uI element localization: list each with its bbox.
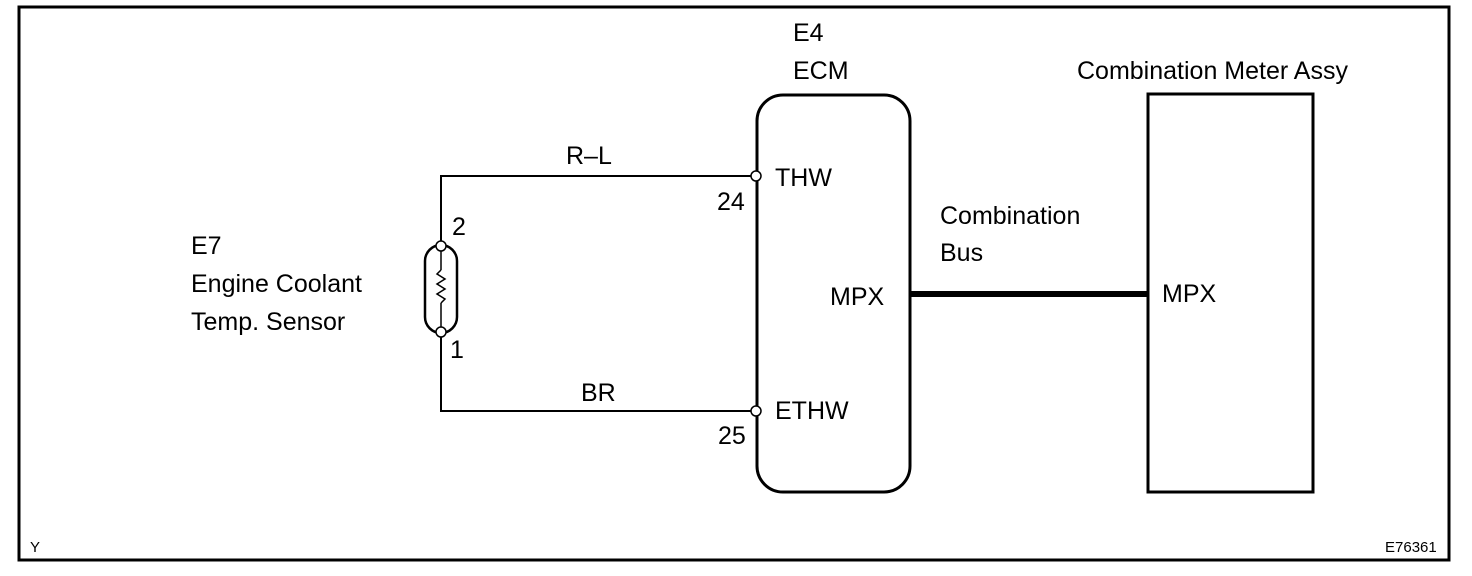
wire-r-l <box>440 175 751 241</box>
bus-label-line1: Combination <box>940 202 1080 230</box>
sensor-pin-1 <box>435 326 447 338</box>
ecm-terminal-mpx: MPX <box>830 283 885 311</box>
thermistor-resistor-symbol <box>435 269 447 304</box>
ecm-pin-ethw-number: 25 <box>718 422 746 450</box>
sensor-pin-2-label: 2 <box>452 213 466 241</box>
wire-br <box>440 337 751 412</box>
combination-meter-title: Combination Meter Assy <box>1077 57 1348 85</box>
sensor-pin-2 <box>435 240 447 252</box>
ecm-pin-thw <box>750 170 762 182</box>
ecm-code: E4 <box>793 19 824 47</box>
ecm-terminal-ethw: ETHW <box>775 397 849 425</box>
meter-terminal-mpx: MPX <box>1162 280 1217 308</box>
sensor-pin-1-label: 1 <box>450 336 464 364</box>
bus-label-line2: Bus <box>940 239 983 267</box>
footer-left-code: Y <box>30 539 40 556</box>
wire-r-l-label: R–L <box>566 142 612 170</box>
sensor-code: E7 <box>191 232 222 260</box>
ecm-pin-thw-number: 24 <box>717 188 745 216</box>
sensor-name-line2: Temp. Sensor <box>191 308 345 336</box>
ecm-name: ECM <box>793 57 849 85</box>
engine-coolant-temp-sensor <box>423 240 459 338</box>
figure-id: E76361 <box>1385 539 1437 556</box>
ecm-terminal-thw: THW <box>775 164 832 192</box>
sensor-name-line1: Engine Coolant <box>191 270 362 298</box>
wire-br-label: BR <box>581 379 616 407</box>
diagram-frame <box>17 5 1451 562</box>
ecm-pin-ethw <box>750 405 762 417</box>
